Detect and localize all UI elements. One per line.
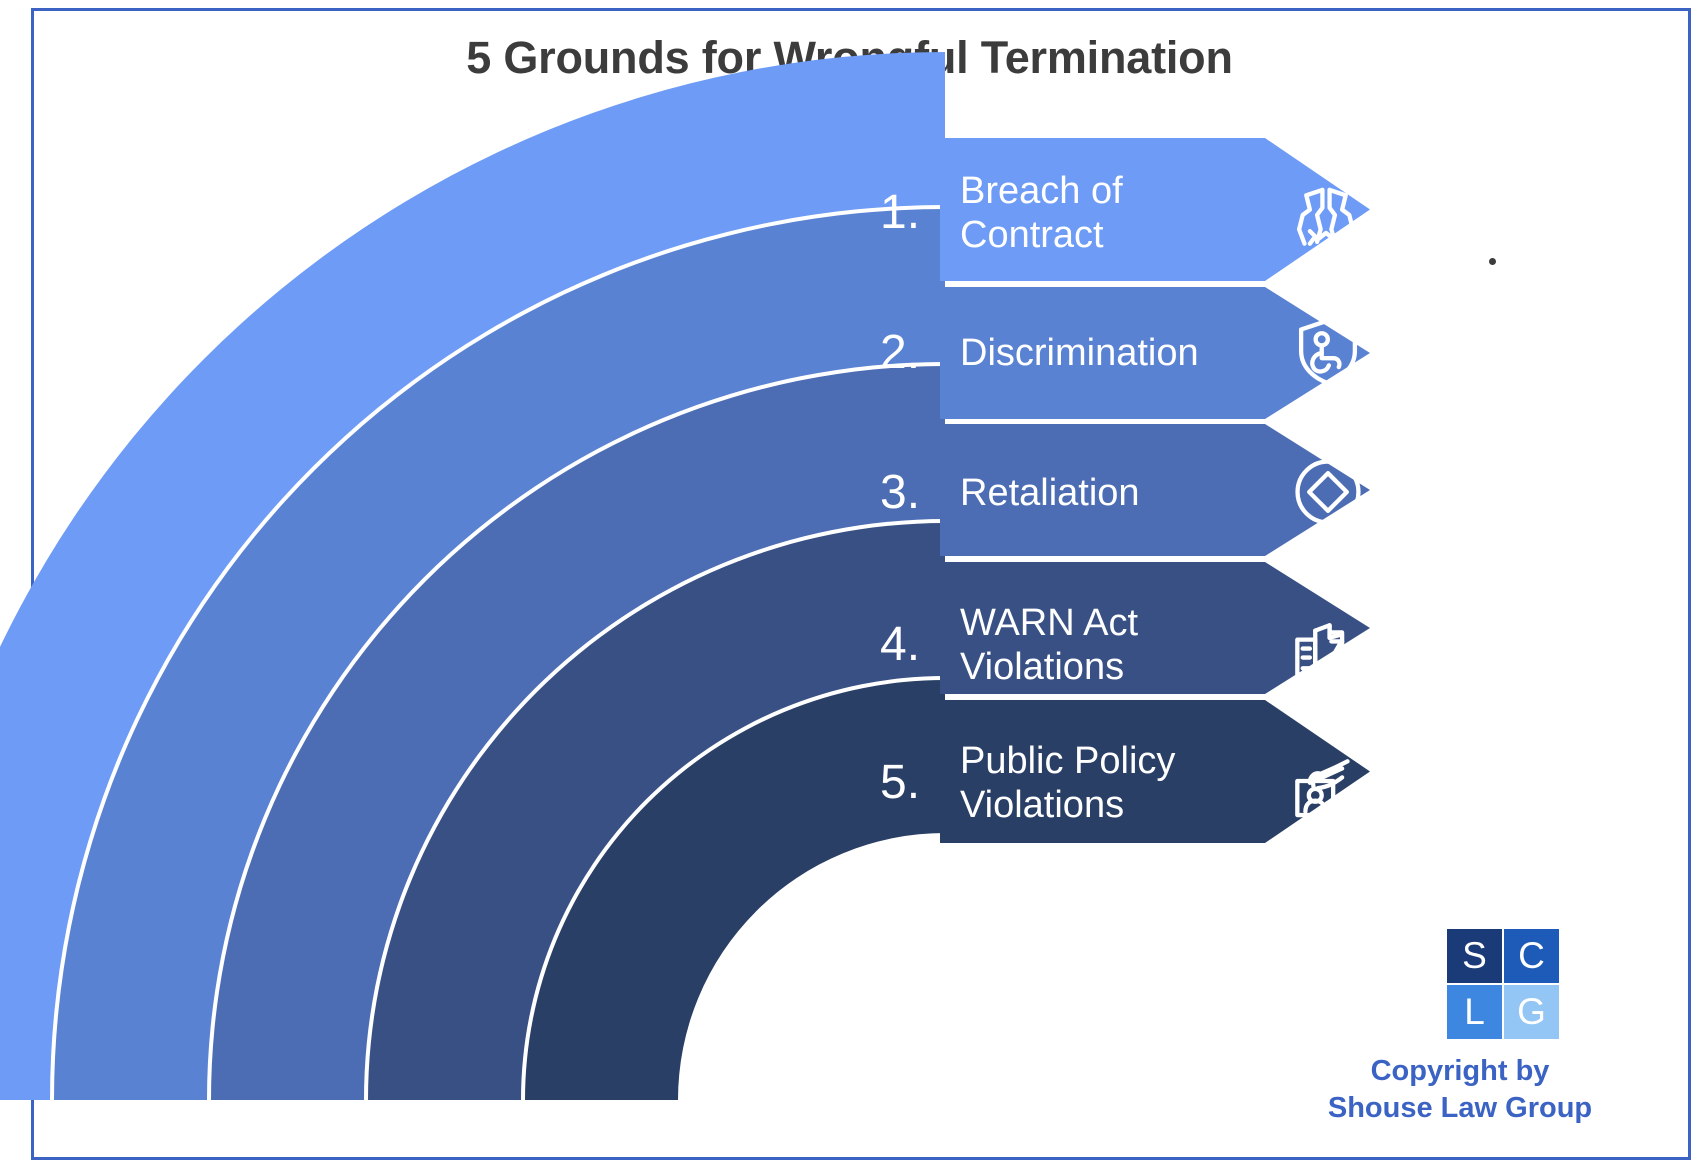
- arrow-bar-3[interactable]: [940, 424, 1370, 556]
- arc-band-5[interactable]: [525, 680, 945, 1100]
- arc-band-3[interactable]: [211, 366, 945, 1100]
- logo-cell-g: G: [1504, 985, 1559, 1039]
- logo-cell-s: S: [1447, 929, 1502, 983]
- arrow-bar-4[interactable]: [940, 562, 1370, 694]
- circle-arrows-icon: [1295, 459, 1361, 525]
- shield-accessibility-icon: [1298, 318, 1358, 386]
- torn-contract-icon: [1296, 187, 1356, 246]
- hand-id-badge-icon: [1295, 759, 1350, 818]
- factory-warning-icon: [1295, 623, 1363, 680]
- arc-band-1[interactable]: [0, 52, 945, 1100]
- sclg-logo: S C L G: [1447, 929, 1559, 1039]
- arrow-bar-1[interactable]: [940, 138, 1370, 281]
- arrow-bar-2[interactable]: [940, 287, 1370, 419]
- arc-band-4[interactable]: [368, 523, 945, 1100]
- copyright-line-1: Copyright by: [1370, 1055, 1550, 1087]
- arc-band-2[interactable]: [54, 209, 945, 1100]
- copyright-text: Copyright by Shouse Law Group: [1250, 1053, 1670, 1127]
- copyright-line-2: Shouse Law Group: [1327, 1092, 1593, 1125]
- decorative-dot: [1489, 258, 1496, 265]
- logo-cell-l: L: [1447, 985, 1502, 1039]
- arrow-bar-5[interactable]: [940, 700, 1370, 843]
- logo-cell-c: C: [1504, 929, 1559, 983]
